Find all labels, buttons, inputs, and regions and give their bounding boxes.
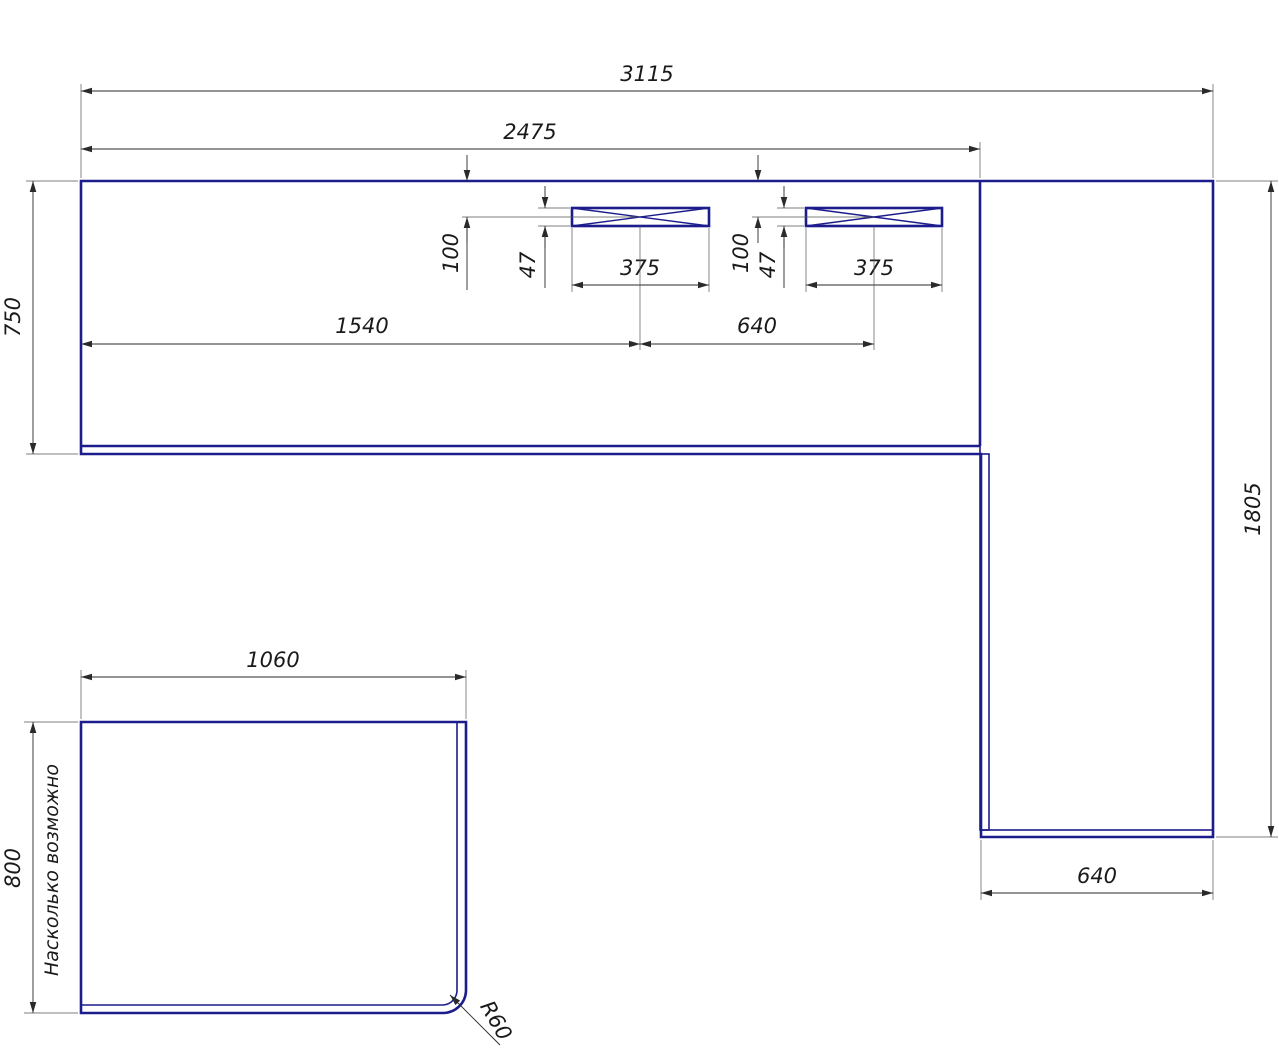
dim-small-width: 1060 bbox=[80, 648, 467, 719]
dim-cutout1-width: 375 bbox=[571, 228, 710, 292]
dim-right-width-label: 640 bbox=[1077, 864, 1117, 888]
dim-corner-radius: R60 bbox=[449, 994, 517, 1046]
edge-band-small-right bbox=[80, 721, 467, 1014]
dim-cutout2-offset: 100 bbox=[729, 155, 874, 273]
dim-corner-radius-label: R60 bbox=[475, 997, 516, 1045]
countertop-main-outline bbox=[79, 179, 1215, 839]
dim-cutout2-depth: 47 bbox=[756, 186, 804, 288]
dim-cutout1-depth: 47 bbox=[516, 186, 570, 288]
dim-cutout2-offset-label: 100 bbox=[729, 233, 753, 273]
dim-small-depth-label: 800 bbox=[1, 848, 25, 888]
dim-depth-main: 750 bbox=[1, 180, 78, 455]
dim-cutouts-spacing: 640 bbox=[640, 226, 875, 350]
small-depth-note: Насколько возможно bbox=[41, 764, 63, 976]
countertop-small-outline bbox=[79, 720, 468, 1015]
dim-right-length: 1805 bbox=[1216, 180, 1278, 838]
dim-total-width-label: 3115 bbox=[620, 62, 673, 86]
dim-cutout1-position: 1540 bbox=[81, 226, 641, 350]
dim-total-width: 3115 bbox=[80, 62, 1214, 178]
dim-main-length-label: 2475 bbox=[503, 120, 556, 144]
dim-right-width: 640 bbox=[980, 840, 1214, 900]
dim-cutout1-offset: 100 bbox=[439, 155, 640, 290]
dim-cutout1-offset-label: 100 bbox=[439, 233, 463, 273]
dim-depth-main-label: 750 bbox=[1, 297, 25, 337]
dim-cutout1-depth-label: 47 bbox=[516, 251, 540, 278]
dim-cutout1-position-label: 1540 bbox=[335, 314, 388, 338]
dim-small-depth: 800 Насколько возможно bbox=[1, 721, 78, 1014]
dim-main-length: 2475 bbox=[81, 120, 981, 178]
dim-right-length-label: 1805 bbox=[1241, 482, 1265, 535]
dim-cutout2-depth-label: 47 bbox=[756, 251, 780, 278]
dim-small-width-label: 1060 bbox=[246, 648, 299, 672]
dim-cutouts-spacing-label: 640 bbox=[737, 314, 777, 338]
